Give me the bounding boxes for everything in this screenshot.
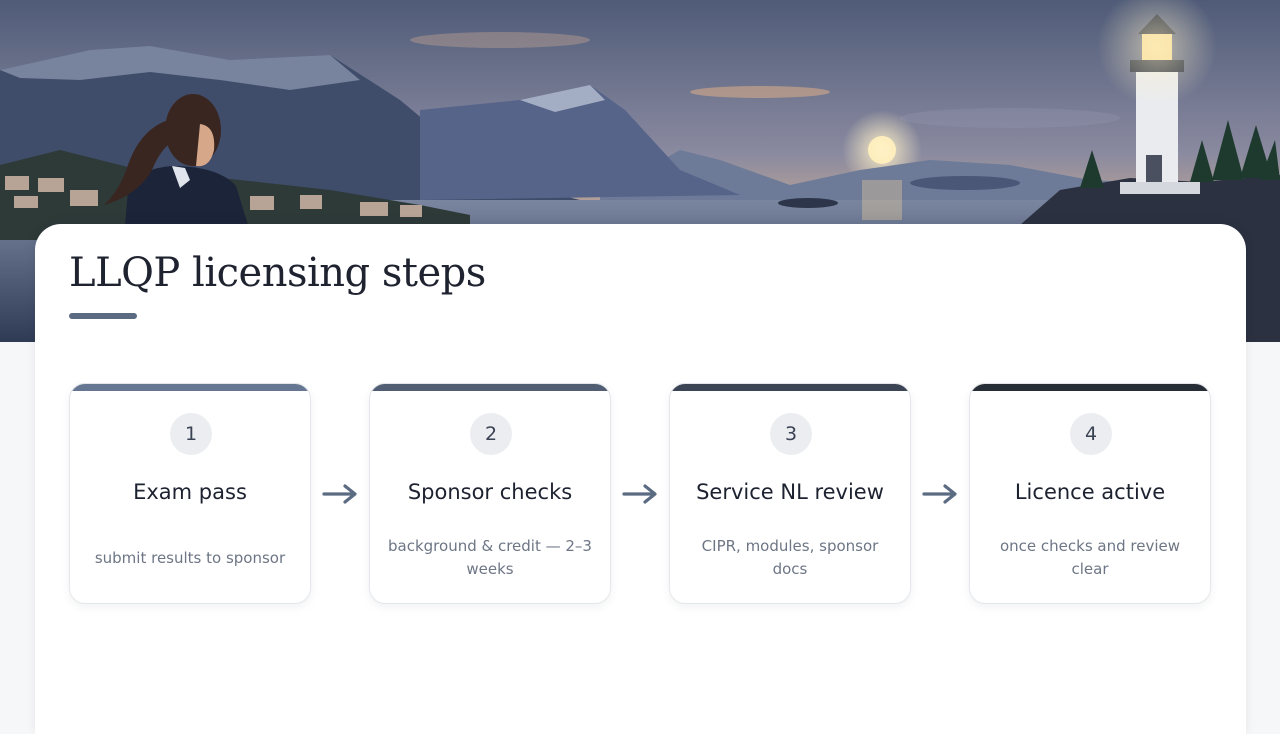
step-number-badge: 1 xyxy=(170,413,212,455)
page-title: LLQP licensing steps xyxy=(69,250,486,296)
step-description: once checks and review clear xyxy=(999,537,1181,578)
step-title: Exam pass xyxy=(133,480,247,504)
woman-figure xyxy=(104,94,248,225)
step-card-3: 3 Service NL review CIPR, modules, spons… xyxy=(669,383,911,604)
step-card-accent-bar xyxy=(970,384,1210,391)
step-card-2: 2 Sponsor checks background & credit — 2… xyxy=(369,383,611,604)
step-description: background & credit — 2–3 weeks xyxy=(388,537,592,578)
step-card-1: 1 Exam pass submit results to sponsor xyxy=(69,383,311,604)
step-title: Sponsor checks xyxy=(407,480,573,504)
arrow-right-icon xyxy=(322,484,357,504)
step-number-badge: 3 xyxy=(770,413,812,455)
step-number-badge: 2 xyxy=(470,413,512,455)
step-description: CIPR, modules, sponsor docs xyxy=(701,537,879,578)
step-number-badge: 4 xyxy=(1070,413,1112,455)
step-card-accent-bar xyxy=(70,384,310,391)
step-title: Service NL review xyxy=(696,480,884,504)
step-card-4: 4 Licence active once checks and review … xyxy=(969,383,1211,604)
title-underline xyxy=(69,313,137,319)
step-card-accent-bar xyxy=(670,384,910,391)
step-title: Licence active xyxy=(1014,480,1166,504)
arrow-right-icon xyxy=(922,484,957,504)
step-description: submit results to sponsor xyxy=(94,548,286,567)
arrow-right-icon xyxy=(622,484,657,504)
step-card-accent-bar xyxy=(370,384,610,391)
content-panel: LLQP licensing steps 1 Exam pass submit … xyxy=(35,224,1246,734)
